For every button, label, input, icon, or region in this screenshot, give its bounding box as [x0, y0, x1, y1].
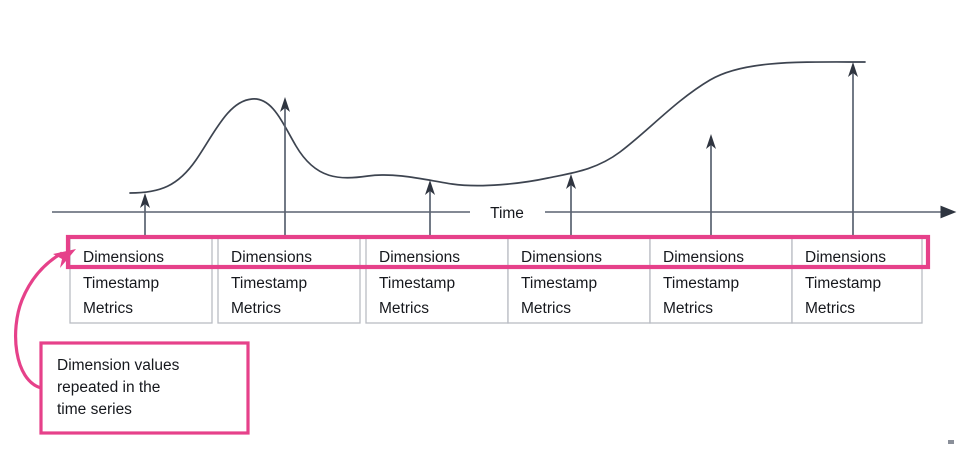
record-5-dimensions: Dimensions: [663, 249, 744, 266]
record-6-dimensions: Dimensions: [805, 249, 886, 266]
record-1-metrics: Metrics: [83, 300, 133, 317]
time-axis-label: Time: [490, 205, 524, 222]
record-3-dimensions: Dimensions: [379, 249, 460, 266]
record-6-timestamp: Timestamp: [805, 275, 881, 292]
record-box-6[interactable]: Dimensions Timestamp Metrics: [791, 237, 923, 324]
sample-arrows: [140, 62, 858, 262]
record-box-2[interactable]: Dimensions Timestamp Metrics: [217, 237, 361, 324]
record-1-dimensions: Dimensions: [83, 249, 164, 266]
record-box-5[interactable]: Dimensions Timestamp Metrics: [649, 237, 793, 324]
record-5-timestamp: Timestamp: [663, 275, 739, 292]
record-3-metrics: Metrics: [379, 300, 429, 317]
callout-note: Dimension values repeated in the time se…: [39, 341, 250, 435]
record-2-dimensions: Dimensions: [231, 249, 312, 266]
corner-mark: [948, 440, 954, 444]
sample-arrow-6: [848, 62, 858, 262]
time-series-curve: [129, 61, 866, 194]
record-2-timestamp: Timestamp: [231, 275, 307, 292]
callout-line-1: Dimension values: [57, 357, 180, 374]
record-4-metrics: Metrics: [521, 300, 571, 317]
time-axis: Time: [52, 205, 957, 222]
callout-connector: [13, 249, 76, 390]
record-box-3[interactable]: Dimensions Timestamp Metrics: [365, 237, 509, 324]
record-4-dimensions: Dimensions: [521, 249, 602, 266]
callout-line-3: time series: [57, 401, 132, 418]
record-box-1[interactable]: Dimensions Timestamp Metrics: [69, 237, 213, 324]
callout-line-2: repeated in the: [57, 379, 160, 396]
record-1-timestamp: Timestamp: [83, 275, 159, 292]
record-4-timestamp: Timestamp: [521, 275, 597, 292]
record-3-timestamp: Timestamp: [379, 275, 455, 292]
record-box-4[interactable]: Dimensions Timestamp Metrics: [507, 237, 651, 324]
record-6-metrics: Metrics: [805, 300, 855, 317]
record-5-metrics: Metrics: [663, 300, 713, 317]
record-2-metrics: Metrics: [231, 300, 281, 317]
